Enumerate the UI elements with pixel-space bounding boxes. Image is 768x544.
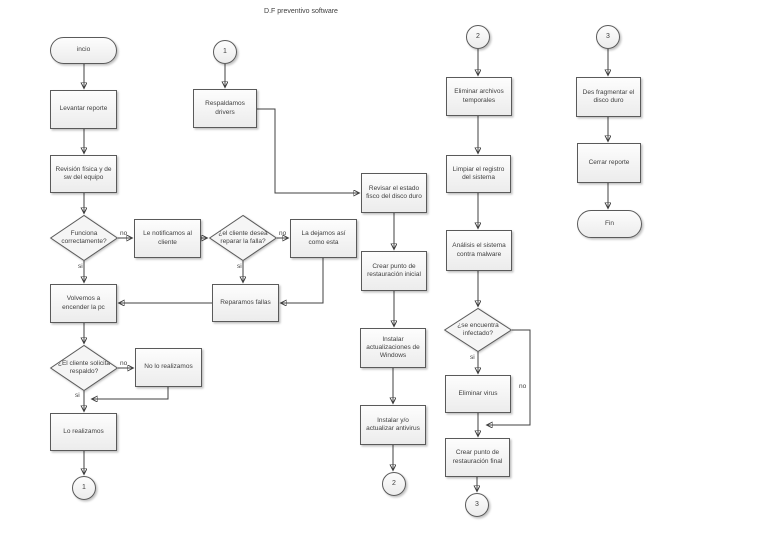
node-limpiar-registro: Limpiar el registro del sistema: [446, 155, 511, 193]
decision-cliente-solicita-respaldo: ¿El cliente solicita respaldo?: [50, 345, 118, 391]
node-eliminar-archivos: Eliminar archivos temporales: [446, 77, 512, 116]
edge-label-si: si: [75, 392, 80, 399]
node-label: Revisar el estado fisco del disco duro: [366, 184, 422, 200]
node-eliminar-virus: Eliminar virus: [445, 375, 511, 413]
node-le-notificamos: Le notificamos al cliente: [134, 219, 201, 258]
node-label: Eliminar archivos temporales: [454, 88, 504, 104]
node-label: Reparamos fallas: [220, 298, 271, 306]
edge-label-no: no: [279, 230, 287, 237]
node-instalar-actualizaciones: Instalar actualizaciones de Windows: [360, 328, 426, 368]
node-label: ¿se encuentra infectado?: [457, 321, 499, 337]
edge-respaldamos-revisar: [257, 108, 359, 193]
node-analisis-malware: Análisis el sistema contra malware: [446, 230, 512, 271]
connector-2-bottom: 2: [382, 472, 406, 496]
node-label: Limpiar el registro del sistema: [452, 165, 505, 181]
connector-2-top: 2: [466, 25, 490, 49]
connector-3-bottom: 3: [465, 493, 489, 517]
node-fin: Fin: [577, 210, 642, 238]
node-label: 1: [82, 483, 86, 491]
edge-ladejamos-reparamos: [281, 258, 324, 303]
node-label: Lo realizamos: [63, 427, 104, 435]
node-label: Des fragmentar el disco duro: [582, 88, 635, 104]
page-title: D.F preventivo software: [264, 8, 338, 15]
node-label: Fin: [604, 219, 615, 227]
node-la-dejamos: La dejamos así como esta: [290, 219, 357, 258]
edge-label-no: no: [120, 230, 128, 237]
node-label: Cerrar reporte: [588, 158, 630, 166]
node-crear-punto-inicial: Crear punto de restauración inicial: [361, 251, 427, 291]
edge-label-si: si: [78, 263, 83, 270]
node-label: 2: [476, 32, 480, 40]
diamond-shape: [50, 345, 118, 391]
edge-label-no: no: [120, 360, 128, 367]
decision-cliente-desea-reparar: ¿el cliente desea reparar la falla?: [209, 215, 277, 261]
node-label: Crear punto de restauración inicial: [367, 262, 421, 278]
connector-1-bottom: 1: [72, 476, 96, 500]
edge-label-si: si: [237, 263, 242, 270]
node-label: Revisión física y de sw del equipo: [55, 165, 112, 181]
node-reparamos-fallas: Reparamos fallas: [212, 284, 279, 322]
node-label: Análisis el sistema contra malware: [452, 242, 506, 258]
node-volvemos-encender: Volvemos a encender la pc: [50, 284, 117, 323]
node-label: Crear punto de restauración final: [452, 449, 503, 465]
edge-label-si: si: [470, 354, 475, 361]
node-label: 3: [606, 32, 610, 40]
node-start: incio: [50, 37, 117, 64]
node-lo-realizamos: Lo realizamos: [50, 413, 117, 451]
decision-funciona-correctamente: Funciona correctamente?: [50, 215, 118, 261]
node-levantar-reporte: Levantar reporte: [50, 90, 117, 129]
node-label: Levantar reporte: [59, 105, 108, 113]
node-label: Volvemos a encender la pc: [62, 295, 105, 311]
node-label: Instalar y/o actualizar antivirus: [366, 416, 420, 432]
node-label: Respaldamos drivers: [205, 100, 245, 116]
connector-3-top: 3: [596, 25, 620, 49]
node-label: La dejamos así como esta: [301, 230, 346, 246]
edge-d4-no-return: [487, 329, 531, 425]
node-label: Funciona correctamente?: [61, 229, 107, 245]
edge-nolorealizamos-return: [92, 387, 169, 399]
diamond-shape: [444, 308, 512, 352]
node-label: 3: [475, 500, 479, 508]
node-label: incio: [76, 46, 91, 54]
node-crear-punto-final: Crear punto de restauración final: [445, 438, 510, 477]
node-label: Le notificamos al cliente: [143, 230, 192, 246]
node-cerrar-reporte: Cerrar reporte: [577, 143, 641, 183]
node-label: Instalar actualizaciones de Windows: [366, 335, 420, 360]
diamond-shape: [209, 215, 277, 261]
node-instalar-antivirus: Instalar y/o actualizar antivirus: [360, 405, 426, 445]
node-label: ¿El cliente solicita respaldo?: [57, 359, 111, 375]
diamond-shape: [50, 215, 118, 261]
node-respaldamos-drivers: Respaldamos drivers: [193, 89, 257, 128]
node-revisar-estado-disco: Revisar el estado fisco del disco duro: [361, 173, 427, 213]
node-no-lo-realizamos: No lo realizamos: [135, 348, 202, 387]
node-label: 2: [392, 479, 396, 487]
node-desfragmentar-disco: Des fragmentar el disco duro: [576, 77, 641, 117]
node-label: No lo realizamos: [144, 363, 193, 371]
node-label: ¿el cliente desea reparar la falla?: [218, 229, 268, 245]
edge-label-no: no: [519, 383, 527, 390]
connector-1-top: 1: [213, 40, 237, 64]
node-label: 1: [223, 47, 227, 55]
decision-se-encuentra-infectado: ¿se encuentra infectado?: [444, 308, 512, 352]
node-revision-fisica: Revisión física y de sw del equipo: [50, 155, 117, 193]
node-label: Eliminar virus: [458, 389, 498, 397]
